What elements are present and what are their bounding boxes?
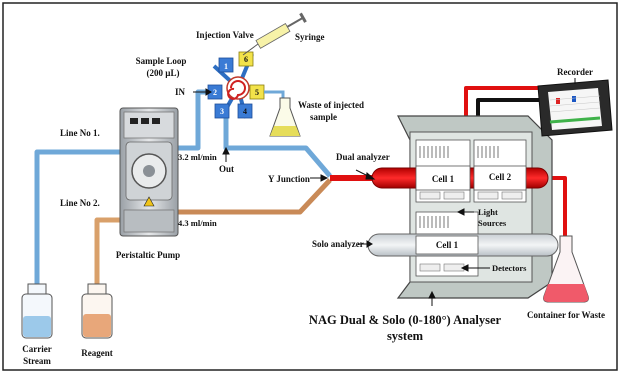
pump-label: Peristaltic Pump: [116, 250, 180, 260]
valve-port-2-label: 2: [213, 88, 217, 97]
injection-valve-label: Injection Valve: [196, 30, 254, 40]
sample-loop-volume-label: (200 µL): [147, 68, 180, 78]
valve-port-5-label: 5: [255, 88, 259, 97]
valve-port-6: [238, 51, 254, 67]
recorder-cable-red: [464, 86, 546, 124]
carrier-label: Carrier: [22, 344, 51, 354]
solo-analyzer-label: Solo analyzer: [312, 239, 364, 249]
cell1-top-label: Cell 1: [432, 174, 455, 184]
flow2-label: 4.3 ml/min: [178, 218, 217, 228]
peristaltic-pump: [119, 107, 179, 237]
cell1-bottom-label: Cell 1: [436, 240, 459, 250]
valve-port-3-label: 3: [220, 107, 224, 116]
in-label: IN: [175, 87, 186, 97]
syringe-label: Syringe: [295, 32, 325, 42]
out-label: Out: [219, 164, 234, 174]
cell2-label: Cell 2: [489, 172, 512, 182]
system-title: NAG Dual & Solo (0-180°) Analyser: [309, 313, 502, 327]
light-sources-label-2: Sources: [478, 218, 507, 228]
line2-label: Line No 2.: [60, 198, 100, 208]
recorder-label: Recorder: [557, 67, 593, 77]
valve-port-1: [218, 57, 234, 73]
analyser-box: [396, 115, 553, 299]
carrier-stream-label: Stream: [23, 356, 51, 366]
recorder: [537, 79, 613, 137]
reagent-out-tube: [176, 178, 332, 215]
valve-port-4: [237, 103, 253, 119]
dual-analyzer-flowcell: [371, 165, 549, 191]
injection-valve: 1 2 3 4 5 6: [207, 51, 265, 119]
container-waste-label: Container for Waste: [527, 310, 605, 320]
solo-analyzer-tube: [367, 233, 559, 257]
carrier-tube: [34, 149, 130, 292]
valve-port-3: [214, 103, 230, 119]
valve-out-tube: [223, 110, 332, 178]
dual-analyzer-label: Dual analyzer: [336, 152, 390, 162]
carrier-bottle: [21, 283, 53, 339]
waste-container-flask: [543, 235, 589, 303]
syringe: [242, 12, 307, 56]
waste-injected-label: Waste of injected: [298, 100, 364, 110]
waste-injected-tube: [264, 90, 285, 98]
system-title-2: system: [387, 329, 424, 343]
y-junction-label: Y Junction: [268, 174, 310, 184]
detectors-label: Detectors: [492, 263, 527, 273]
valve-port-4-label: 4: [243, 107, 247, 116]
waste-injected-label-2: sample: [310, 112, 337, 122]
reagent-label: Reagent: [81, 348, 113, 358]
sample-loop-label: Sample Loop: [136, 56, 187, 66]
reagent-bottle: [81, 283, 113, 339]
valve-port-1-label: 1: [224, 62, 228, 71]
light-sources-label: Light: [478, 207, 498, 217]
flow1-label: 3.2 ml/min: [178, 152, 217, 162]
reagent-tube: [94, 217, 130, 292]
valve-port-6-label: 6: [244, 55, 248, 64]
line1-label: Line No 1.: [60, 128, 100, 138]
waste-injected-beaker: [269, 97, 301, 137]
